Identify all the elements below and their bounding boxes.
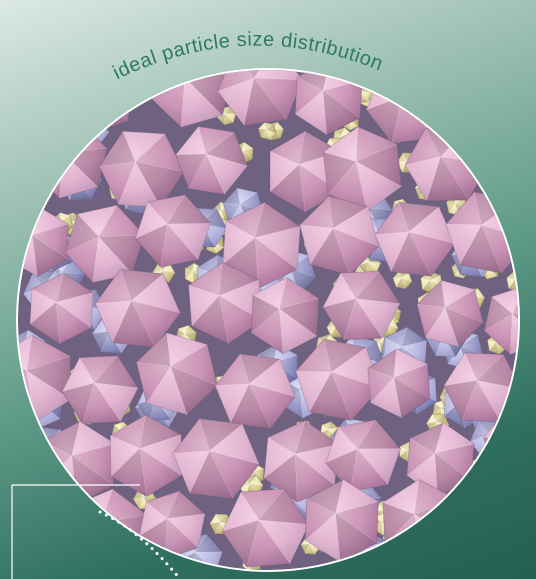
large-particle xyxy=(269,130,341,213)
large-particle xyxy=(138,490,206,560)
large-particle xyxy=(263,420,340,503)
large-particle xyxy=(61,355,139,425)
large-particle xyxy=(304,479,379,563)
large-particle xyxy=(322,126,403,213)
large-particle xyxy=(134,194,211,268)
small-particle xyxy=(463,88,486,107)
large-particle xyxy=(416,279,484,348)
large-particle xyxy=(367,348,431,419)
small-particle xyxy=(486,96,507,116)
large-particle xyxy=(221,488,310,568)
small-particle xyxy=(505,161,518,184)
medium-particle xyxy=(482,125,518,169)
large-particle xyxy=(29,272,94,345)
small-particle xyxy=(37,83,58,102)
large-particle xyxy=(18,334,72,423)
small-particle xyxy=(86,86,109,107)
small-particle xyxy=(414,547,434,567)
small-particle xyxy=(257,121,277,141)
medium-particle xyxy=(18,463,62,513)
small-particle xyxy=(487,88,507,108)
small-particle xyxy=(465,514,487,534)
small-particle xyxy=(472,463,491,484)
dotted-arc xyxy=(98,510,182,579)
small-particle xyxy=(450,503,475,528)
small-particle xyxy=(478,493,503,517)
small-particle xyxy=(419,516,444,539)
small-particle xyxy=(18,470,39,495)
small-particle xyxy=(18,126,32,146)
small-particle xyxy=(442,81,467,103)
small-particle xyxy=(448,117,469,139)
large-particle xyxy=(135,332,218,416)
particle-field xyxy=(18,70,518,570)
large-particle xyxy=(501,122,518,194)
small-particle xyxy=(490,459,513,482)
large-particle xyxy=(175,125,248,195)
medium-particle xyxy=(458,70,509,98)
small-particle xyxy=(74,86,92,106)
small-particle xyxy=(392,270,413,290)
small-particle xyxy=(94,99,116,119)
medium-particle xyxy=(382,326,428,376)
large-particle xyxy=(299,195,380,276)
large-particle xyxy=(64,204,145,284)
small-particle xyxy=(24,480,44,500)
small-particle xyxy=(385,72,406,94)
small-particle xyxy=(50,115,70,133)
large-particle xyxy=(18,70,66,129)
large-particle xyxy=(461,70,518,124)
large-particle xyxy=(322,270,401,341)
large-particle xyxy=(214,353,296,429)
small-particle xyxy=(395,531,416,554)
large-particle xyxy=(406,422,475,498)
medium-particle xyxy=(39,102,88,146)
medium-particle xyxy=(411,70,462,104)
small-particle xyxy=(102,544,126,565)
large-particle xyxy=(30,120,108,199)
medium-particle xyxy=(62,93,100,136)
large-particle xyxy=(325,419,402,493)
large-particle xyxy=(172,418,260,500)
small-particle xyxy=(25,144,48,168)
large-particle xyxy=(374,201,456,277)
large-particle xyxy=(109,414,183,498)
medium-particle xyxy=(18,157,44,199)
large-particle xyxy=(98,130,185,208)
large-particle xyxy=(457,488,518,562)
large-particle xyxy=(94,268,181,348)
small-particle xyxy=(47,70,69,82)
large-particle xyxy=(217,70,304,127)
large-particle xyxy=(295,338,381,421)
small-particle xyxy=(31,176,52,196)
small-particle xyxy=(449,489,474,513)
small-particle xyxy=(507,168,518,192)
large-particle xyxy=(188,261,263,345)
small-particle xyxy=(393,540,417,563)
large-particle xyxy=(18,484,61,554)
small-particle xyxy=(18,520,30,541)
small-particle xyxy=(487,71,512,94)
large-particle xyxy=(250,277,320,355)
medium-particle xyxy=(41,99,81,140)
